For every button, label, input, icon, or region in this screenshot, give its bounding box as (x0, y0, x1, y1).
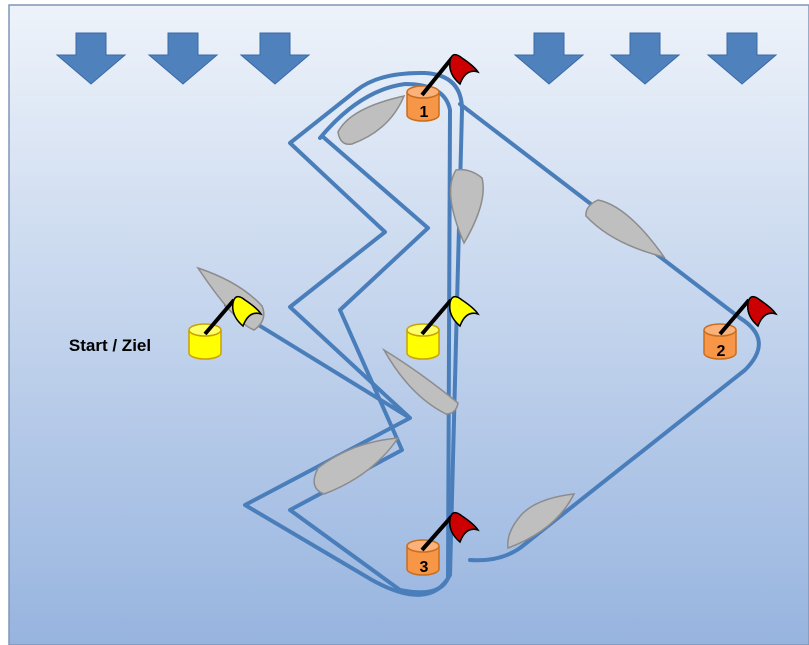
mark-3: 3 (406, 511, 480, 576)
flag-icon (448, 295, 480, 328)
wind-arrow-icon (513, 32, 585, 85)
buoy-icon (703, 330, 737, 360)
flag-icon (231, 295, 263, 328)
boat-icon (337, 94, 406, 145)
course-lines (224, 70, 761, 597)
mark-label: 1 (420, 104, 429, 121)
boat-icon (585, 199, 666, 259)
buoy-icon (188, 330, 222, 360)
boat-icon (313, 437, 400, 495)
buoy-icon (406, 330, 440, 360)
wind-arrow-icon (147, 32, 219, 85)
start-buoy (188, 295, 263, 360)
boat-icon (507, 493, 576, 550)
wind-arrow-icon (55, 32, 127, 85)
course-line-inner-loop (288, 82, 452, 595)
wind-arrow-icon (706, 32, 778, 85)
wind-arrows (55, 32, 778, 85)
mark-label: 2 (717, 343, 726, 360)
course-line-reach (458, 102, 761, 563)
wind-arrow-icon (609, 32, 681, 85)
mark-2: 2 (703, 295, 778, 360)
start-finish-label: Start / Ziel (69, 336, 151, 355)
mark-label: 3 (420, 559, 429, 576)
boat-icon (449, 168, 484, 245)
flag-icon (746, 295, 778, 328)
mark-1: 1 (406, 53, 480, 122)
buoy-icon (406, 546, 440, 576)
boat-icon (381, 347, 459, 415)
course-line-outer-loop (224, 70, 464, 597)
flag-icon (448, 53, 480, 86)
wind-arrow-icon (239, 32, 311, 85)
flag-icon (448, 511, 480, 544)
pin-buoy (406, 295, 480, 360)
buoy-icon (406, 92, 440, 122)
